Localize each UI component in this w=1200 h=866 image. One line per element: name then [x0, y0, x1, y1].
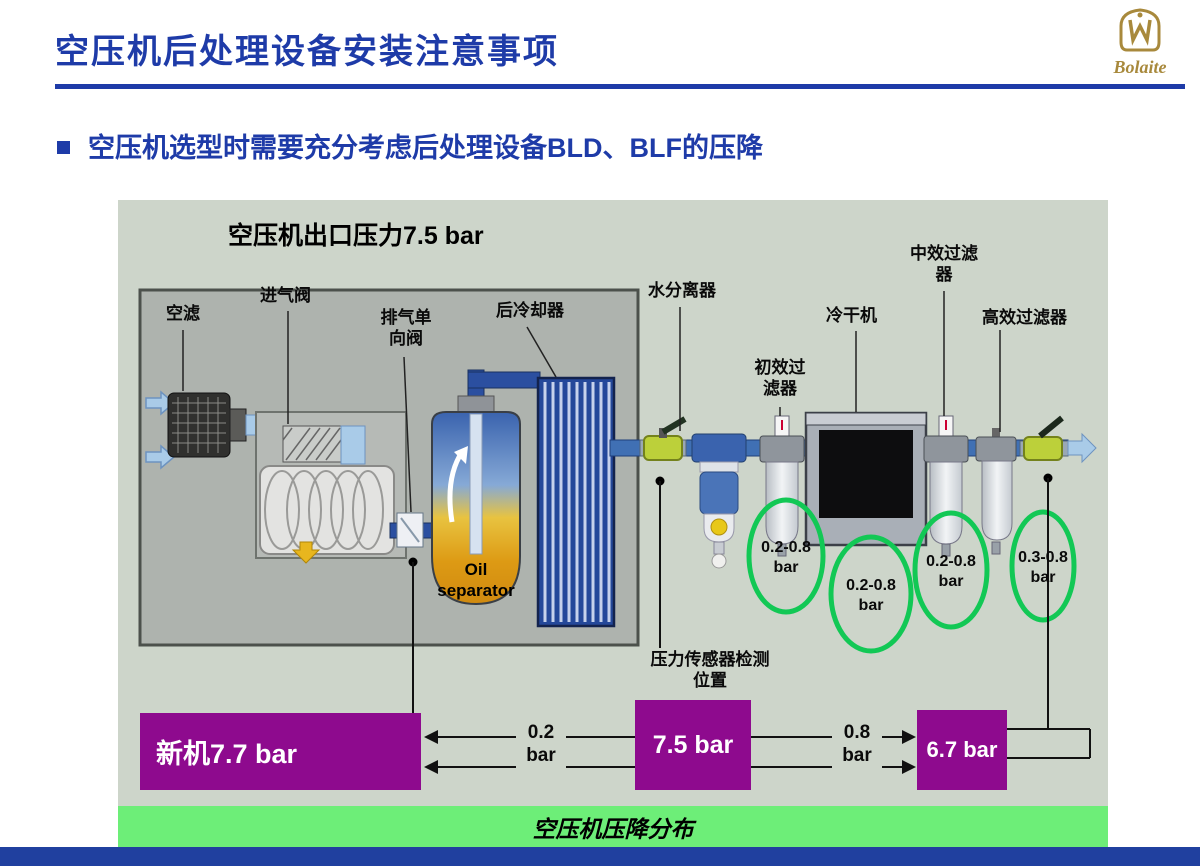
aftercooler-label: 后冷却器 — [496, 301, 564, 320]
pressure-drop-range: 0.2-0.8 — [926, 553, 976, 570]
label-pointer-lines — [182, 291, 1001, 513]
pressure-drop-unit: bar — [858, 596, 884, 614]
bullet-icon — [57, 141, 70, 154]
oil-separator-label-line2: separator — [437, 580, 515, 600]
check-valve-label: 排气单 向阀 — [370, 308, 442, 349]
oil-separator-label: Oil separator — [430, 560, 522, 601]
check-valve-graphic — [389, 512, 435, 548]
water-separator-label: 水分离器 — [648, 281, 716, 300]
ball-valve-1-graphic — [639, 416, 687, 461]
footer-text: 空压机压降分布 — [532, 815, 694, 842]
water-separator-graphic — [691, 433, 747, 569]
brand-name: Bolaite — [1113, 57, 1167, 77]
brand-logo: Bolaite — [1088, 6, 1192, 78]
oil-flow-arrow-icon — [291, 541, 321, 564]
sensor-note-line1: 压力传感器检测 — [650, 650, 770, 669]
oil-separator-label-line1: Oil — [464, 560, 488, 579]
new-machine-pressure-box: 新机7.7 bar — [140, 713, 421, 790]
crown-icon — [1119, 8, 1161, 52]
mid-filter-label-line1: 中效过滤 — [910, 244, 978, 263]
aftercooler-graphic — [536, 376, 616, 628]
ball-valve-2-graphic — [1019, 415, 1069, 461]
pressure-drop-highlights — [746, 497, 1077, 654]
mid-filter-label: 中效过滤 器 — [902, 244, 986, 285]
oil-separator-graphic — [431, 369, 541, 606]
segment-drop-left-unit: bar — [526, 745, 556, 767]
sensor-note: 压力传感器检测 位置 — [636, 650, 784, 691]
segment-drop-right-unit: bar — [842, 745, 872, 767]
pressure-drop-unit: bar — [773, 558, 799, 576]
diagram-footer: 空压机压降分布 — [118, 806, 1108, 847]
pre-filter-graphic — [759, 415, 805, 557]
pressure-drop-unit: bar — [1030, 568, 1056, 586]
pressure-drop-range: 0.2-0.8 — [761, 539, 811, 556]
sensor-pressure-box: 7.5 bar — [635, 700, 751, 790]
high-filter-label: 高效过滤器 — [982, 308, 1067, 327]
outlet-pressure-box: 6.7 bar — [917, 710, 1007, 790]
dryer-graphic — [804, 411, 928, 547]
air-filter-label: 空滤 — [166, 304, 200, 323]
pressure-drop-unit: bar — [938, 572, 964, 590]
pressure-drop-label-1: 0.2-0.8 bar — [748, 538, 824, 577]
outlet-pressure-label: 空压机出口压力7.5 bar — [228, 222, 484, 250]
check-valve-label-line1: 排气单 — [380, 308, 432, 327]
pre-filter-label-line1: 初效过 — [754, 358, 806, 377]
pre-filter-label: 初效过 滤器 — [742, 358, 818, 399]
pressure-drop-range: 0.3-0.8 — [1018, 549, 1068, 566]
segment-drop-left-value: 0.2 — [527, 722, 555, 743]
bottom-bar — [0, 847, 1200, 866]
mid-filter-label-line2: 器 — [935, 264, 953, 284]
mid-filter-graphic — [923, 415, 969, 557]
sensor-note-line2: 位置 — [693, 670, 727, 690]
title-underline — [55, 84, 1185, 89]
pressure-drop-range: 0.2-0.8 — [846, 577, 896, 594]
pre-filter-label-line2: 滤器 — [763, 378, 797, 398]
high-filter-graphic — [975, 428, 1017, 555]
segment-drop-right-value: 0.8 — [843, 722, 871, 743]
page-title: 空压机后处理设备安装注意事项 — [55, 33, 559, 71]
segment-drop-left: 0.2 bar — [516, 720, 566, 769]
check-valve-label-line2: 向阀 — [389, 328, 423, 348]
bullet-text: 空压机选型时需要充分考虑后处理设备BLD、BLF的压降 — [88, 133, 763, 163]
pressure-drop-label-2: 0.2-0.8 bar — [833, 576, 909, 615]
pressure-connector-arrowheads — [424, 730, 916, 774]
pressure-drop-label-4: 0.3-0.8 bar — [1005, 548, 1081, 587]
pressure-drop-label-3: 0.2-0.8 bar — [913, 552, 989, 591]
intake-valve-label: 进气阀 — [260, 286, 311, 305]
segment-drop-right: 0.8 bar — [832, 720, 882, 769]
outlet-air-arrow-icon — [1067, 432, 1097, 464]
dryer-label: 冷干机 — [826, 306, 877, 325]
screw-element-graphic — [259, 465, 395, 555]
